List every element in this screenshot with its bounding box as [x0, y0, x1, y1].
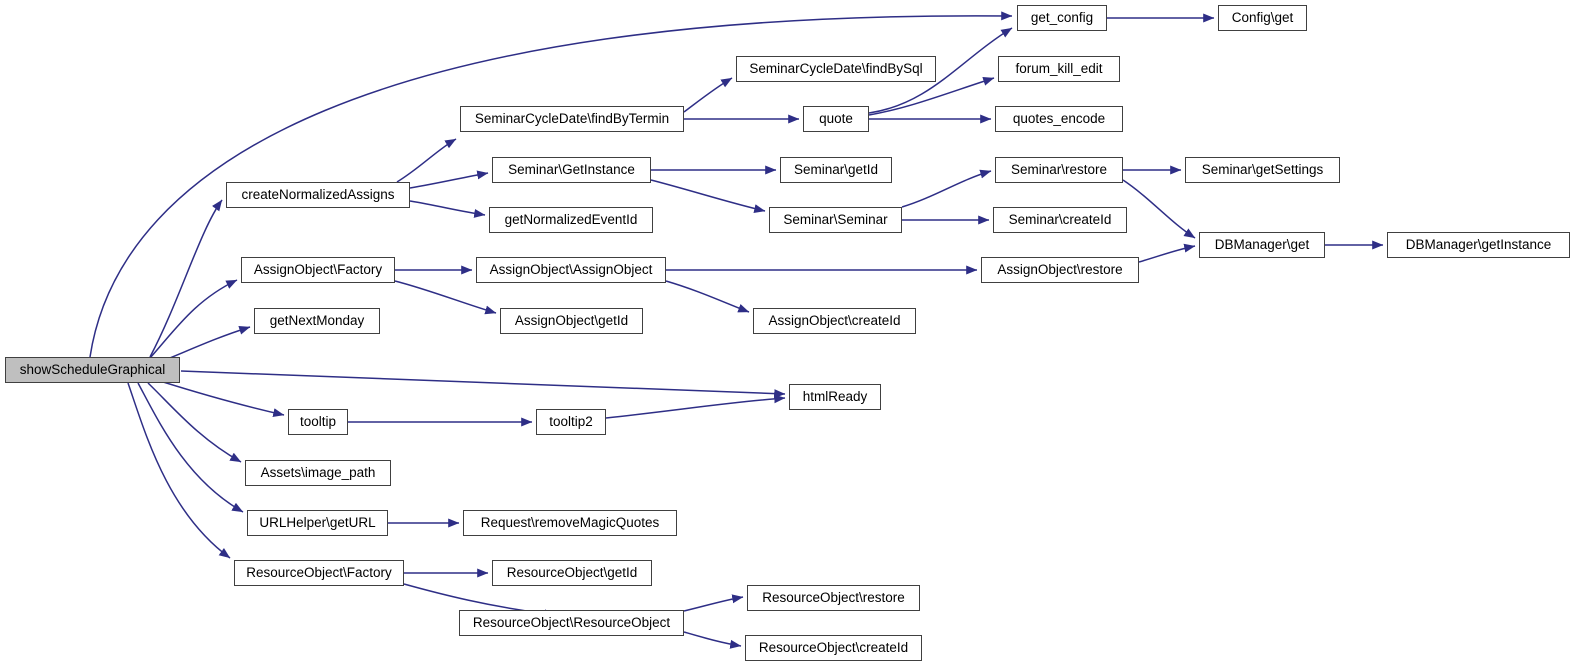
graph-node-seminar-seminar[interactable]: Seminar\Seminar [769, 207, 902, 233]
graph-edges [89, 11, 1384, 649]
graph-edge-showschedulegraphical-to-tooltip [159, 380, 285, 418]
graph-node-label: ResourceObject\restore [762, 590, 905, 606]
graph-edge-seminar-seminar-to-seminar-restore [901, 169, 992, 208]
graph-node-tooltip2[interactable]: tooltip2 [536, 409, 606, 435]
graph-edge-resourceobject-resourceobject-to-resourceobject-restore [683, 594, 744, 612]
graph-node-label: tooltip2 [549, 414, 593, 430]
graph-node-label: getNextMonday [269, 313, 365, 329]
graph-node-assignobject-restore[interactable]: AssignObject\restore [981, 257, 1139, 283]
graph-node-label: Seminar\getId [793, 162, 879, 178]
graph-node-seminar-restore[interactable]: Seminar\restore [995, 157, 1123, 183]
graph-node-label: ResourceObject\createId [758, 640, 909, 656]
graph-node-label: DBManager\get [1214, 237, 1310, 253]
graph-node-label: Seminar\Seminar [783, 212, 888, 228]
graph-node-getnextmonday[interactable]: getNextMonday [254, 308, 380, 334]
graph-edge-quote-to-forum-kill-edit [868, 76, 995, 116]
graph-node-request-removemagicquotes[interactable]: Request\removeMagicQuotes [463, 510, 677, 536]
graph-node-config-get[interactable]: Config\get [1218, 5, 1307, 31]
graph-node-label: createNormalizedAssigns [241, 187, 395, 203]
graph-node-resourceobject-resourceobject[interactable]: ResourceObject\ResourceObject [459, 610, 684, 636]
graph-node-label: Seminar\createId [1008, 212, 1112, 228]
graph-node-label: SeminarCycleDate\findBySql [749, 61, 923, 77]
graph-node-assignobject-assignobject[interactable]: AssignObject\AssignObject [476, 257, 666, 283]
graph-node-quotes-encode[interactable]: quotes_encode [995, 106, 1123, 132]
graph-node-assignobject-factory[interactable]: AssignObject\Factory [241, 257, 395, 283]
graph-node-label: Seminar\restore [1010, 162, 1108, 178]
graph-node-label: quotes_encode [1012, 111, 1106, 127]
graph-node-label: AssignObject\createId [768, 313, 901, 329]
graph-node-label: AssignObject\restore [997, 262, 1123, 278]
graph-edge-showschedulegraphical-to-resourceobject-factory [127, 382, 231, 559]
graph-node-label: Request\removeMagicQuotes [480, 515, 660, 531]
graph-node-label: Seminar\GetInstance [508, 162, 635, 178]
graph-node-label: ResourceObject\getId [506, 565, 638, 581]
graph-node-getnormalizedeventid[interactable]: getNormalizedEventId [489, 207, 653, 233]
graph-edge-showschedulegraphical-to-assets-image-path [147, 382, 242, 463]
graph-node-seminar-getsettings[interactable]: Seminar\getSettings [1185, 157, 1340, 183]
graph-edge-assignobject-assignobject-to-assignobject-createid [665, 280, 750, 313]
graph-node-showschedulegraphical[interactable]: showScheduleGraphical [5, 357, 180, 383]
graph-edge-seminarcycledate-findbytermin-to-seminarcycledate-findbysql [683, 77, 733, 113]
graph-node-seminarcycledate-findbysql[interactable]: SeminarCycleDate\findBySql [736, 56, 936, 82]
graph-node-seminarcycledate-findbytermin[interactable]: SeminarCycleDate\findByTermin [460, 106, 684, 132]
graph-node-label: quote [819, 111, 853, 127]
graph-edge-seminar-getinstance-to-seminar-seminar [650, 179, 766, 213]
graph-node-label: ResourceObject\ResourceObject [472, 615, 671, 631]
graph-node-label: forum_kill_edit [1015, 61, 1103, 77]
graph-node-resourceobject-restore[interactable]: ResourceObject\restore [747, 585, 920, 611]
graph-node-get-config[interactable]: get_config [1017, 5, 1107, 31]
graph-node-label: Assets\image_path [260, 465, 376, 481]
graph-node-assignobject-getid[interactable]: AssignObject\getId [500, 308, 643, 334]
graph-edge-showschedulegraphical-to-createnormalizedassigns [149, 199, 223, 358]
graph-node-seminar-getid[interactable]: Seminar\getId [780, 157, 892, 183]
graph-node-dbmanager-getinstance[interactable]: DBManager\getInstance [1387, 232, 1570, 258]
graph-node-label: URLHelper\getURL [259, 515, 376, 531]
graph-edge-createnormalizedassigns-to-getnormalizedeventid [409, 200, 486, 218]
graph-edge-showschedulegraphical-to-urlhelper-geturl [137, 382, 244, 513]
graph-node-assets-image-path[interactable]: Assets\image_path [245, 460, 391, 486]
graph-node-createnormalizedassigns[interactable]: createNormalizedAssigns [226, 182, 410, 208]
graph-node-label: Seminar\getSettings [1201, 162, 1324, 178]
graph-node-resourceobject-factory[interactable]: ResourceObject\Factory [234, 560, 404, 586]
graph-edge-tooltip2-to-htmlready [605, 394, 786, 419]
graph-edge-seminar-restore-to-dbmanager-get [1122, 179, 1196, 239]
graph-edge-showschedulegraphical-to-assignobject-factory [149, 279, 238, 359]
graph-node-label: showScheduleGraphical [19, 362, 166, 378]
graph-edge-resourceobject-resourceobject-to-resourceobject-createid [683, 631, 742, 649]
graph-node-assignobject-createid[interactable]: AssignObject\createId [753, 308, 916, 334]
graph-node-resourceobject-getid[interactable]: ResourceObject\getId [492, 560, 652, 586]
graph-edge-quote-to-get-config [868, 27, 1013, 114]
graph-node-label: tooltip [299, 414, 337, 430]
graph-node-urlhelper-geturl[interactable]: URLHelper\getURL [247, 510, 388, 536]
graph-node-label: AssignObject\Factory [253, 262, 383, 278]
graph-node-label: AssignObject\AssignObject [489, 262, 653, 278]
graph-node-label: get_config [1030, 10, 1094, 26]
graph-edge-createnormalizedassigns-to-seminarcycledate-findbytermin [396, 138, 457, 183]
graph-node-seminar-getinstance[interactable]: Seminar\GetInstance [492, 157, 651, 183]
graph-node-dbmanager-get[interactable]: DBManager\get [1199, 232, 1325, 258]
graph-node-quote[interactable]: quote [803, 106, 869, 132]
graph-node-label: htmlReady [802, 389, 868, 405]
graph-node-label: ResourceObject\Factory [246, 565, 392, 581]
graph-node-label: SeminarCycleDate\findByTermin [474, 111, 670, 127]
graph-edge-showschedulegraphical-to-htmlready [180, 370, 786, 399]
graph-edge-assignobject-restore-to-dbmanager-get [1138, 243, 1196, 263]
graph-node-resourceobject-createid[interactable]: ResourceObject\createId [745, 635, 922, 661]
graph-node-label: Config\get [1231, 10, 1294, 26]
graph-node-label: AssignObject\getId [514, 313, 629, 329]
graph-node-htmlready[interactable]: htmlReady [789, 384, 881, 410]
graph-edge-showschedulegraphical-to-get-config [89, 11, 1013, 358]
graph-node-label: getNormalizedEventId [504, 212, 638, 228]
graph-node-forum-kill-edit[interactable]: forum_kill_edit [998, 56, 1120, 82]
graph-node-label: DBManager\getInstance [1405, 237, 1552, 253]
graph-edge-assignobject-factory-to-assignobject-getid [394, 280, 497, 315]
graph-node-tooltip[interactable]: tooltip [288, 409, 348, 435]
graph-edge-createnormalizedassigns-to-seminar-getinstance [409, 170, 489, 189]
graph-node-seminar-createid[interactable]: Seminar\createId [993, 207, 1127, 233]
